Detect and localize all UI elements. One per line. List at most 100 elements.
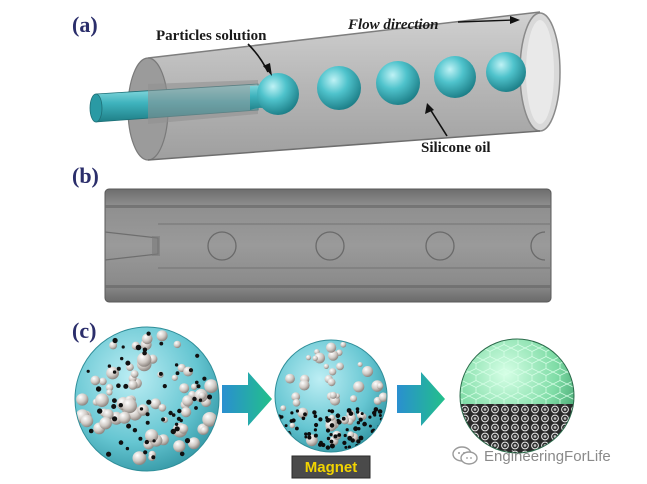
magnetic-particle — [346, 428, 349, 431]
magnetic-particle — [108, 364, 111, 367]
magnetic-particle — [159, 372, 163, 376]
flow-direction-label: Flow direction — [347, 17, 438, 33]
nonmagnetic-particle — [179, 424, 189, 434]
magnetic-particle — [314, 428, 317, 431]
magnetic-particle — [314, 423, 318, 427]
magnetic-particle — [330, 444, 335, 449]
magnetic-particle — [195, 354, 199, 358]
nonmagnetic-particle — [188, 437, 200, 449]
nonmagnetic-particle — [191, 384, 197, 390]
watermark: EngineeringForLife — [452, 446, 611, 466]
magnetic-particle — [304, 436, 307, 439]
magnetic-particle — [303, 412, 307, 416]
magnetic-particle — [195, 381, 199, 385]
magnetic-particle — [361, 412, 364, 415]
nonmagnetic-particle — [362, 366, 373, 377]
magnetic-particle — [356, 410, 359, 413]
panel-c-label: (c) — [72, 318, 96, 343]
magnetic-particle — [194, 406, 198, 410]
magnetic-particle — [312, 410, 316, 414]
magnetic-particle — [136, 345, 142, 351]
magnetic-particle — [344, 446, 347, 449]
magnetic-particle — [342, 441, 346, 445]
nonmagnetic-particle — [328, 378, 336, 386]
magnetic-particle — [287, 437, 290, 440]
wechat-icon — [452, 446, 478, 466]
nonmagnetic-particle — [172, 375, 178, 381]
magnetic-particle — [111, 404, 116, 409]
magnetic-particle — [97, 408, 102, 413]
magnetic-particle — [359, 418, 363, 422]
magnetic-particle — [146, 400, 151, 405]
nonmagnetic-particle — [326, 343, 336, 353]
magnetic-particle — [147, 332, 151, 336]
magnetic-particle — [368, 416, 371, 419]
magnetic-particle — [145, 440, 149, 444]
magnetic-particle — [125, 361, 130, 366]
magnetic-particle — [112, 398, 117, 403]
watermark-text: EngineeringForLife — [484, 448, 611, 465]
magnetic-particle — [334, 434, 338, 438]
magnetic-particle — [356, 439, 360, 443]
magnetic-particle — [287, 444, 292, 449]
magnetic-particle — [185, 438, 190, 443]
magnetic-particle — [280, 432, 283, 435]
magnetic-particle — [138, 437, 142, 441]
magnetic-particle — [325, 416, 328, 419]
magnetic-particle — [202, 377, 206, 381]
nonmagnetic-particle — [324, 364, 329, 369]
magnet-label: Magnet — [305, 459, 358, 476]
nonmagnetic-particle — [340, 342, 346, 348]
magnetic-particle — [314, 434, 318, 438]
nonmagnetic-particle — [329, 368, 336, 375]
magnetic-particle — [199, 399, 202, 402]
magnetic-particle — [356, 407, 360, 411]
magnetic-particle — [344, 434, 347, 437]
magnetic-particle — [192, 397, 196, 401]
magnetic-particle — [112, 416, 117, 421]
magnetic-particle — [379, 426, 384, 431]
magnetic-particle — [140, 407, 143, 410]
nonmagnetic-particle — [285, 374, 295, 384]
magnetic-particle — [119, 403, 123, 407]
magnetic-particle — [96, 386, 101, 391]
magnetic-particle — [113, 338, 118, 343]
nonmagnetic-particle — [91, 376, 101, 386]
magnetic-particle — [151, 455, 155, 459]
magnetic-particle — [123, 384, 128, 389]
nonmagnetic-particle — [353, 381, 364, 392]
magnetic-particle — [314, 414, 318, 418]
nonmagnetic-particle — [330, 392, 337, 399]
magnetic-particle — [116, 383, 121, 388]
magnetic-particle — [328, 418, 331, 421]
magnetic-particle — [291, 440, 295, 444]
magnetic-particle — [146, 421, 150, 425]
magnetic-particle — [365, 446, 369, 450]
magnetic-particle — [330, 433, 333, 436]
nonmagnetic-particle — [99, 378, 107, 386]
nonmagnetic-particle — [198, 392, 205, 399]
nonmagnetic-particle — [358, 362, 363, 367]
magnetic-particle — [117, 367, 121, 371]
magnetic-particle — [146, 412, 150, 416]
magnetic-particle — [143, 450, 147, 454]
magnetic-particle — [285, 424, 288, 427]
panel-b-label: (b) — [72, 163, 99, 188]
magnetic-particle — [280, 415, 283, 418]
magnetic-particle — [353, 426, 358, 431]
magnetic-particle — [113, 370, 116, 373]
magnetic-particle — [292, 418, 296, 422]
nonmagnetic-particle — [336, 363, 344, 371]
droplet — [486, 52, 526, 92]
magnetic-particle — [327, 437, 330, 440]
nonmagnetic-particle — [76, 393, 88, 405]
magnetic-particle — [373, 432, 378, 437]
magnetic-particle — [176, 371, 180, 375]
magnetic-particle — [372, 411, 376, 415]
magnetic-particle — [369, 425, 372, 428]
magnetic-particle — [357, 421, 360, 424]
magnetic-particle — [342, 417, 346, 421]
magnetic-particle — [330, 440, 334, 444]
magnetic-particle — [295, 427, 299, 431]
nonmagnetic-particle — [181, 407, 191, 417]
